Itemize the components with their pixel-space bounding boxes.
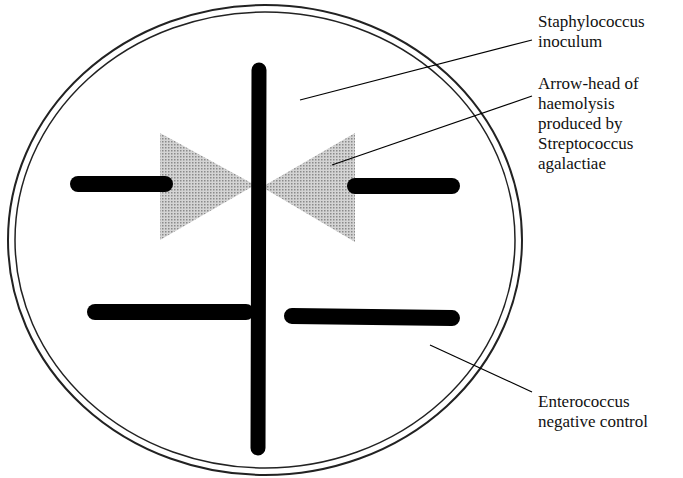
callout-label: Staphylococcus inoculum — [538, 12, 678, 52]
enterococcus-streak — [95, 304, 246, 320]
leader-line — [430, 345, 532, 392]
plate-inner-rim — [15, 12, 515, 468]
streptococcus-streak — [355, 178, 452, 194]
callout-label: Arrow-head of haemolysis produced by Str… — [538, 74, 678, 174]
streptococcus-streak — [78, 176, 165, 192]
leader-line — [332, 96, 532, 165]
plate-rim — [8, 5, 522, 475]
enterococcus-streak — [292, 316, 452, 318]
haemolysis-zone — [160, 133, 255, 240]
leader-line — [300, 40, 532, 100]
staphylococcus-streak — [258, 70, 259, 448]
haemolysis-zone — [262, 133, 355, 242]
callout-label: Enterococcus negative control — [538, 392, 678, 432]
